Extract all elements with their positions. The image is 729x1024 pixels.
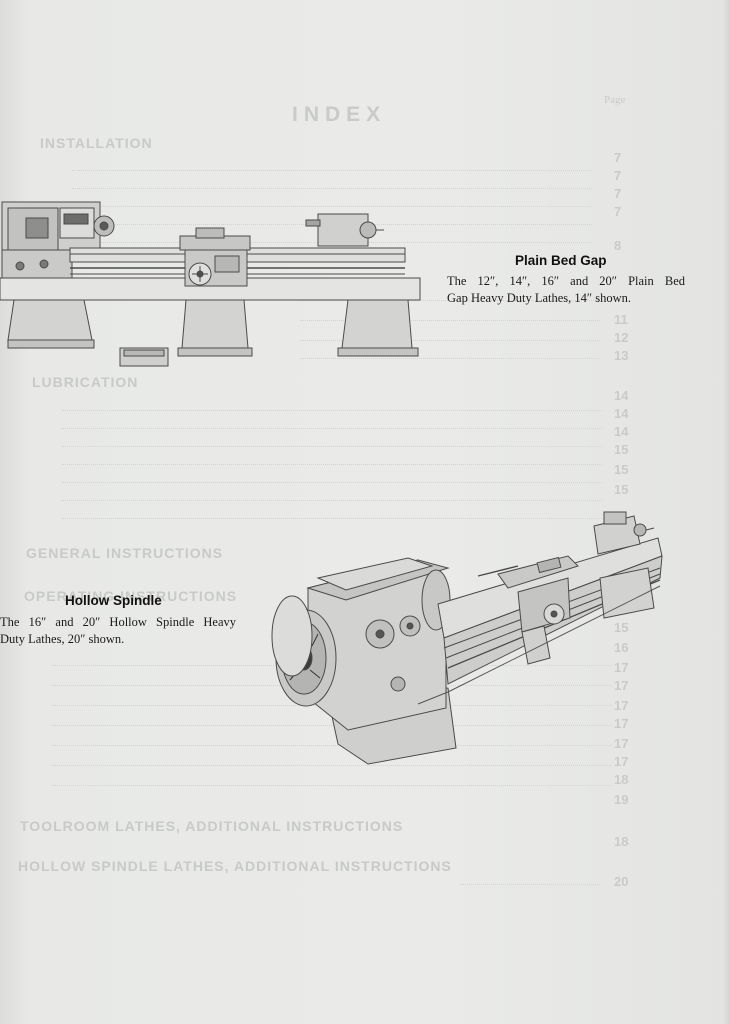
hollow-spindle-heading: Hollow Spindle [65, 593, 162, 608]
plain-bed-gap-lathe-illustration [0, 201, 421, 367]
hollow-spindle-lathe-illustration [271, 511, 663, 765]
hollow-spindle-line-2: Duty Lathes, 20″ shown. [0, 632, 125, 646]
page-edge-shadow [723, 0, 729, 1024]
plain-bed-gap-line-2: Gap Heavy Duty Lathes, 14″ shown. [447, 291, 631, 305]
hollow-spindle-description: The 16″ and 20″ Hollow Spindle Heavy Dut… [0, 614, 236, 648]
plain-bed-gap-heading: Plain Bed Gap [515, 253, 607, 268]
hollow-spindle-line-1: The 16″ and 20″ Hollow Spindle Heavy [0, 615, 236, 629]
plain-bed-gap-line-1: The 12″, 14″, 16″ and 20″ Plain Bed [447, 274, 685, 288]
plain-bed-gap-description: The 12″, 14″, 16″ and 20″ Plain Bed Gap … [447, 273, 685, 307]
